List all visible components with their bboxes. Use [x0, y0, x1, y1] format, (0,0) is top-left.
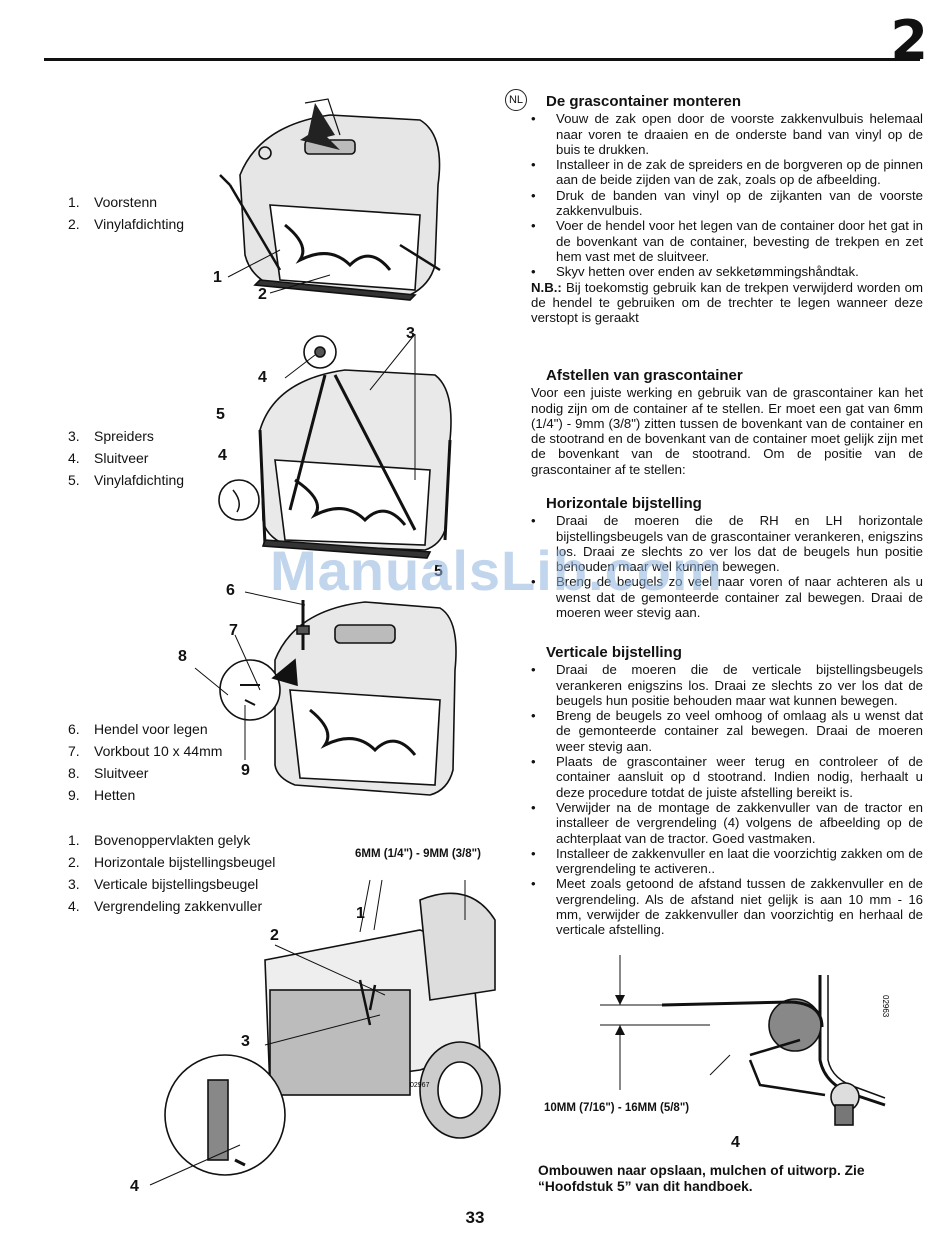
- callout-label: 5: [216, 406, 225, 423]
- legend-item: 3.Spreiders: [68, 428, 154, 444]
- section-vertical: Verticale bijstelling Draai de moeren di…: [531, 645, 923, 938]
- page-number: 33: [465, 1208, 485, 1227]
- figure-bag-assembly-3: [219, 600, 457, 796]
- legend-item: 6.Hendel voor legen: [68, 721, 208, 737]
- figure-gap-measurement: 02963: [600, 955, 890, 1126]
- legend-figure-2: 3.Spreiders 4.Sluitveer 5.Vinylafdichtin…: [68, 425, 184, 491]
- figure-code: 02967: [410, 1082, 430, 1089]
- list-item: Verwijder na de montage de zakkenvuller …: [531, 800, 923, 846]
- legend-item: 2.Vinylafdichting: [68, 216, 185, 232]
- footer-note: Ombouwen naar opslaan, mulchen of uitwor…: [538, 1163, 865, 1194]
- callout-label: 8: [178, 648, 187, 665]
- list-item: Breng de beugels zo veel omhoog of omlaa…: [531, 708, 923, 754]
- list-item: Skyv hetten over enden av sekketømmingsh…: [531, 264, 923, 280]
- list-item: Installeer de zakkenvuller en laat die v…: [531, 846, 923, 877]
- legend-item: 8.Sluitveer: [68, 765, 149, 781]
- callout-label: 2: [270, 927, 279, 944]
- lift-arrow-icon: [300, 103, 340, 150]
- header-rule: [44, 58, 920, 61]
- callout-label: 4: [258, 369, 267, 386]
- callout-label: 7: [229, 622, 238, 639]
- list-item: Vouw de zak open door de voorste zakkenv…: [531, 111, 923, 157]
- legend-item: 1.Bovenoppervlakten gelyk: [68, 832, 251, 848]
- leader-lines: [194, 591, 306, 760]
- section-heading: Verticale bijstelling: [546, 644, 682, 661]
- leader-lines: [149, 944, 386, 1186]
- legend-item: 5.Vinylafdichting: [68, 472, 185, 488]
- callout-label: 4: [130, 1178, 139, 1195]
- section-horizontal: Horizontale bijstelling Draai de moeren …: [531, 496, 923, 620]
- note-paragraph: N.B.: Bij toekomstig gebruik kan de trek…: [531, 279, 923, 326]
- legend-item: 4.Vergrendeling zakkenvuller: [68, 898, 263, 914]
- section-assembly: De grascontainer monteren Vouw de zak op…: [531, 94, 923, 325]
- callout-label: 4: [218, 447, 227, 464]
- figure-tractor-mount: 02967: [164, 879, 501, 1176]
- watermark: ManualsLib.com: [270, 539, 723, 602]
- list-item: Draai de moeren die de verticale bijstel…: [531, 662, 923, 708]
- dimension-label-top: 6MM (1/4") - 9MM (3/8"): [355, 848, 481, 860]
- callout-label: 1: [213, 269, 222, 286]
- section-heading: De grascontainer monteren: [546, 93, 742, 110]
- callout-label: 3: [241, 1033, 250, 1050]
- legend-figure-1: 1.Voorstenn 2.Vinylafdichting: [68, 191, 184, 235]
- legend-item: 7.Vorkbout 10 x 44mm: [68, 743, 223, 759]
- figure-bag-assembly-2: [218, 333, 452, 559]
- legend-item: 9.Hetten: [68, 787, 136, 803]
- legend-figure-4: 1.Bovenoppervlakten gelyk 2.Horizontale …: [68, 829, 275, 917]
- callout-label: 4: [731, 1134, 740, 1151]
- callout-label: 1: [356, 905, 365, 922]
- callout-label: 9: [241, 762, 250, 779]
- list-item: Meet zoals getoond de afstand tussen de …: [531, 876, 923, 937]
- language-badge: NL: [505, 89, 527, 111]
- section-adjustment: Afstellen van grascontainer Voor een jui…: [531, 368, 923, 477]
- list-item: Installeer in de zak de spreiders en de …: [531, 157, 923, 188]
- list-item: Voer de hendel voor het legen van de con…: [531, 218, 923, 264]
- legend-item: 4.Sluitveer: [68, 450, 149, 466]
- section-paragraph: Voor een juiste werking en gebruik van d…: [531, 385, 923, 477]
- callout-label: 5: [434, 563, 443, 580]
- callout-label: 3: [406, 325, 415, 342]
- callout-label: 2: [258, 286, 267, 303]
- legend-figure-3: 6.Hendel voor legen 7.Vorkbout 10 x 44mm…: [68, 718, 222, 806]
- figure-code: 02963: [881, 995, 890, 1018]
- dimension-label-bottom: 10MM (7/16") - 16MM (5/8"): [544, 1102, 690, 1114]
- list-item: Draai de moeren die de RH en LH horizont…: [531, 513, 923, 574]
- legend-item: 3.Verticale bijstellingsbeugel: [68, 876, 259, 892]
- section-heading: Horizontale bijstelling: [546, 495, 702, 512]
- legend-item: 1.Voorstenn: [68, 194, 158, 210]
- callout-label: 6: [226, 582, 235, 599]
- list-item: Plaats de grascontainer weer terug en co…: [531, 754, 923, 800]
- legend-item: 2.Horizontale bijstellingsbeugel: [68, 854, 276, 870]
- section-heading: Afstellen van grascontainer: [546, 367, 743, 384]
- list-item: Druk de banden van vinyl op de zijkanten…: [531, 188, 923, 219]
- leader-lines: [227, 249, 331, 294]
- list-item: Breng de beugels zo veel naar voren of n…: [531, 574, 923, 620]
